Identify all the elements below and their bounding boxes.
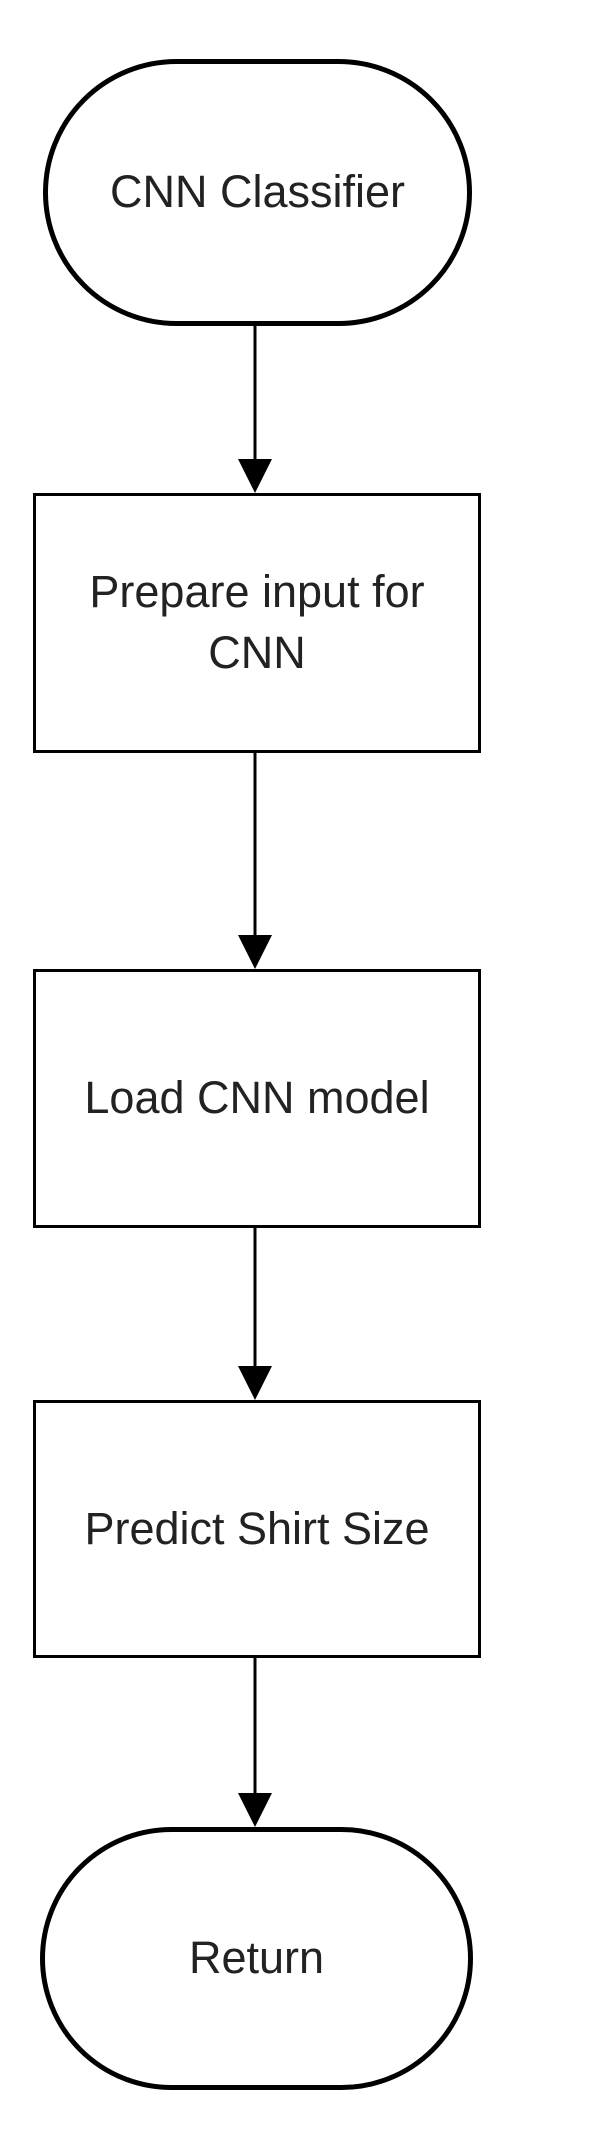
node-label: Predict Shirt Size bbox=[84, 1502, 430, 1554]
node-label: Prepare input for CNN bbox=[89, 566, 425, 678]
flow-arrow-down-icon bbox=[238, 752, 272, 969]
flow-arrow-down-icon bbox=[238, 326, 272, 493]
node-label: Return bbox=[188, 1932, 325, 1984]
node-label: Load CNN model bbox=[84, 1072, 430, 1124]
terminator-node-cnn-classifier: CNN Classifier bbox=[43, 59, 472, 326]
process-node-prepare-input: Prepare input for CNN bbox=[33, 493, 481, 753]
node-label: CNN Classifier bbox=[109, 166, 406, 218]
flow-arrow-down-icon bbox=[238, 1227, 272, 1400]
terminator-node-return: Return bbox=[40, 1827, 473, 2090]
flow-arrow-down-icon bbox=[238, 1657, 272, 1827]
process-node-predict-shirt-size: Predict Shirt Size bbox=[33, 1400, 481, 1658]
process-node-load-cnn-model: Load CNN model bbox=[33, 969, 481, 1228]
